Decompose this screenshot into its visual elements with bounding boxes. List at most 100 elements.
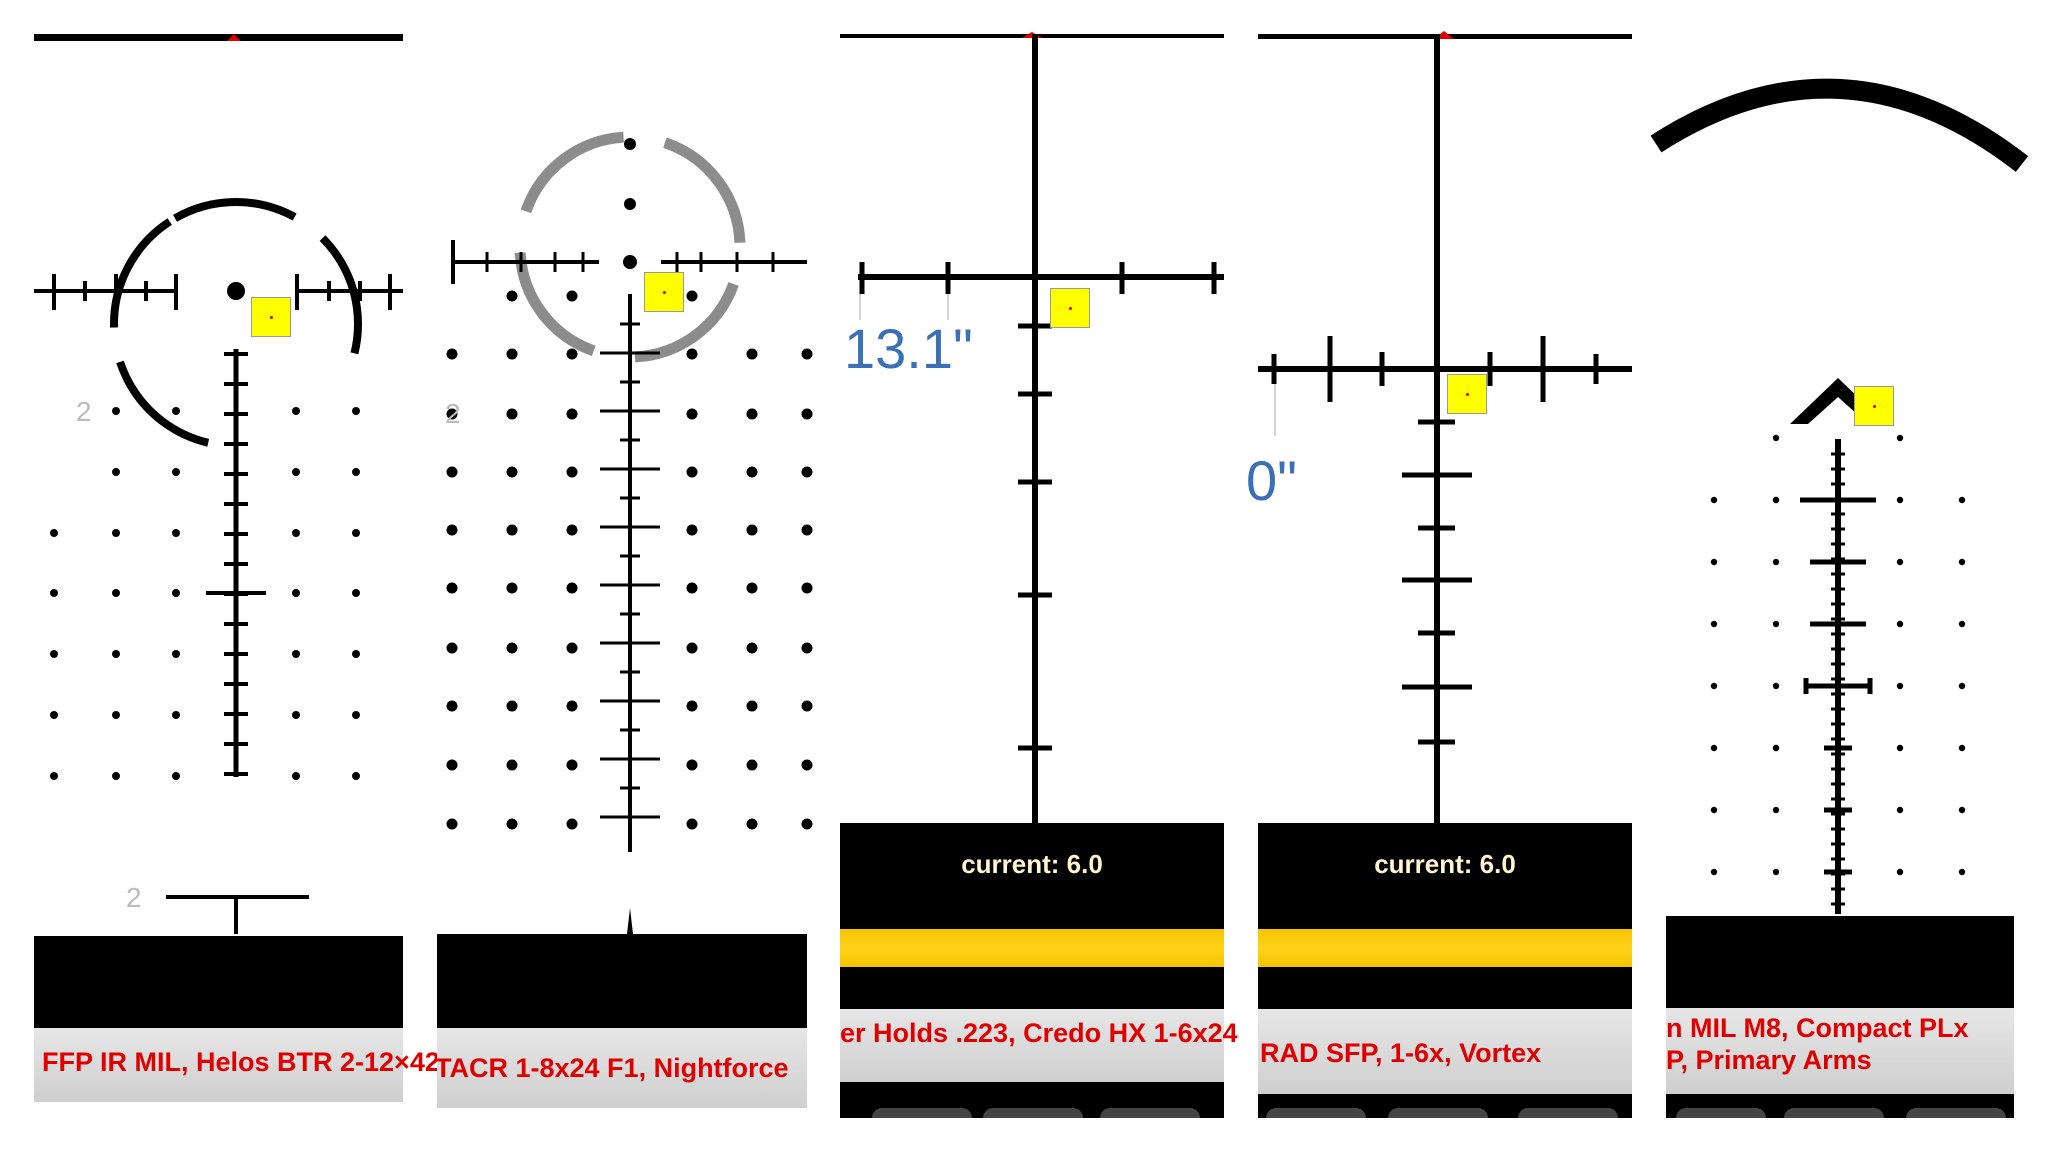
yellow-aim-marker[interactable] [1447, 374, 1487, 414]
nav-button[interactable] [1388, 1108, 1488, 1118]
reticle-dot [1896, 434, 1904, 442]
reticle-dot [801, 582, 813, 594]
nav-button[interactable] [1518, 1108, 1618, 1118]
reticle-plx[interactable] [1650, 34, 2029, 924]
reticle-dot [1896, 806, 1904, 814]
distance-readout: 13.1" [844, 317, 973, 380]
reticle-dot [566, 759, 578, 771]
reticle-dot [746, 582, 758, 594]
nav-button[interactable] [983, 1108, 1083, 1118]
reticle-dot [1710, 620, 1718, 628]
reticle-dot [112, 650, 120, 658]
reticle-dot [1772, 682, 1780, 690]
reticle-dot [1896, 496, 1904, 504]
reticle-dot [352, 650, 360, 658]
reticle-dot [1710, 868, 1718, 876]
title-bar: FFP IR MIL, Helos BTR 2-12×42 [34, 1028, 440, 1102]
reticle-dot [746, 642, 758, 654]
nav-bar [840, 1082, 1224, 1118]
zoom-slider[interactable] [1258, 929, 1632, 967]
reticle-dot [446, 818, 458, 830]
reticle-tacr[interactable] [437, 34, 813, 934]
reticle-panel-vortex[interactable]: 0" current: 6.0 RAD SFP, 1-6x, Vortex [1246, 31, 1632, 1118]
reticle-dot [446, 759, 458, 771]
magnification-label-lower: 2 [126, 882, 142, 913]
distance-readout: 0" [1246, 449, 1298, 512]
magnification-label: 2 [76, 396, 92, 427]
reticle-dot [566, 408, 578, 420]
reticle-dot [292, 468, 300, 476]
reticle-dot [801, 408, 813, 420]
yellow-aim-marker[interactable] [1050, 288, 1090, 328]
reticle-dot [1958, 868, 1966, 876]
reticle-helos-ffp[interactable] [34, 34, 403, 934]
nav-button[interactable] [1100, 1108, 1200, 1118]
reticle-panel-credo[interactable]: 13.1" current: 6.0 er Holds .223, Credo … [840, 32, 1238, 1118]
black-band [34, 936, 403, 1028]
reticle-dot [1772, 558, 1780, 566]
reticle-dot [1896, 868, 1904, 876]
reticle-vortex-sfp[interactable] [1258, 31, 1632, 824]
reticle-dot [1710, 806, 1718, 814]
nav-button[interactable] [1906, 1108, 2006, 1118]
reticle-dot [686, 466, 698, 478]
black-band [1666, 916, 2014, 1008]
reticle-dot [686, 642, 698, 654]
reticle-dot [1710, 682, 1718, 690]
reticle-title: FFP IR MIL, Helos BTR 2-12×42 [42, 1047, 440, 1077]
yellow-aim-marker[interactable] [1854, 386, 1894, 426]
yellow-aim-marker[interactable] [251, 297, 291, 337]
reticle-dot [686, 290, 698, 302]
reticle-dot [746, 524, 758, 536]
reticle-dot [292, 529, 300, 537]
reticle-dot [1772, 806, 1780, 814]
magnification-label: 2 [445, 398, 461, 429]
reticle-dot [352, 468, 360, 476]
reticle-dot [1710, 558, 1718, 566]
reticle-panel-helos[interactable]: 2 2 FFP IR MIL, Helos BTR 2-12×42 [34, 34, 440, 1118]
reticle-dot [686, 524, 698, 536]
reticle-title-line1: n MIL M8, Compact PLx [1666, 1013, 1969, 1043]
black-band [437, 934, 807, 1028]
nav-button[interactable] [1676, 1108, 1766, 1118]
reticle-panel-nightforce[interactable]: 2 TACR 1-8x24 F1, Nightforce [435, 34, 813, 1118]
reticle-dot [746, 348, 758, 360]
title-bar: RAD SFP, 1-6x, Vortex [1258, 1009, 1632, 1094]
reticle-dot [1958, 496, 1966, 504]
reticle-dot [506, 759, 518, 771]
nav-button[interactable] [1266, 1108, 1366, 1118]
reticle-dot [352, 589, 360, 597]
nav-button[interactable] [872, 1108, 972, 1118]
title-bar: er Holds .223, Credo HX 1-6x24 [840, 1009, 1238, 1082]
reticle-dot [1958, 744, 1966, 752]
reticle-credo-hx[interactable] [840, 32, 1224, 824]
reticle-dot [112, 711, 120, 719]
reticle-dot [1958, 620, 1966, 628]
reticle-dot [1710, 496, 1718, 504]
yellow-aim-marker[interactable] [644, 272, 684, 312]
nav-bar [1666, 1094, 2014, 1118]
nav-bar [1258, 1094, 1632, 1118]
red-triangle-icon [227, 34, 241, 41]
reticle-dot [292, 407, 300, 415]
reticle-dot [1896, 620, 1904, 628]
reticle-panel-primary-arms[interactable]: n MIL M8, Compact PLx P, Primary Arms [1650, 34, 2029, 1118]
current-zoom-label: current: 6.0 [1374, 849, 1516, 879]
reticle-dot [352, 407, 360, 415]
reticle-dot [172, 529, 180, 537]
reticle-dot [1958, 806, 1966, 814]
reticle-title: TACR 1-8x24 F1, Nightforce [435, 1053, 789, 1083]
nav-button[interactable] [1784, 1108, 1884, 1118]
reticle-dot [801, 642, 813, 654]
reticle-dot [112, 407, 120, 415]
reticle-dot [1896, 558, 1904, 566]
reticle-dot [686, 348, 698, 360]
reticle-dot [172, 468, 180, 476]
reticle-dot [506, 466, 518, 478]
reticle-title: RAD SFP, 1-6x, Vortex [1260, 1038, 1542, 1068]
reticle-dot [506, 524, 518, 536]
zoom-slider[interactable] [840, 929, 1224, 967]
reticle-dot [566, 466, 578, 478]
reticle-dot [1772, 496, 1780, 504]
reticle-dot [1772, 744, 1780, 752]
